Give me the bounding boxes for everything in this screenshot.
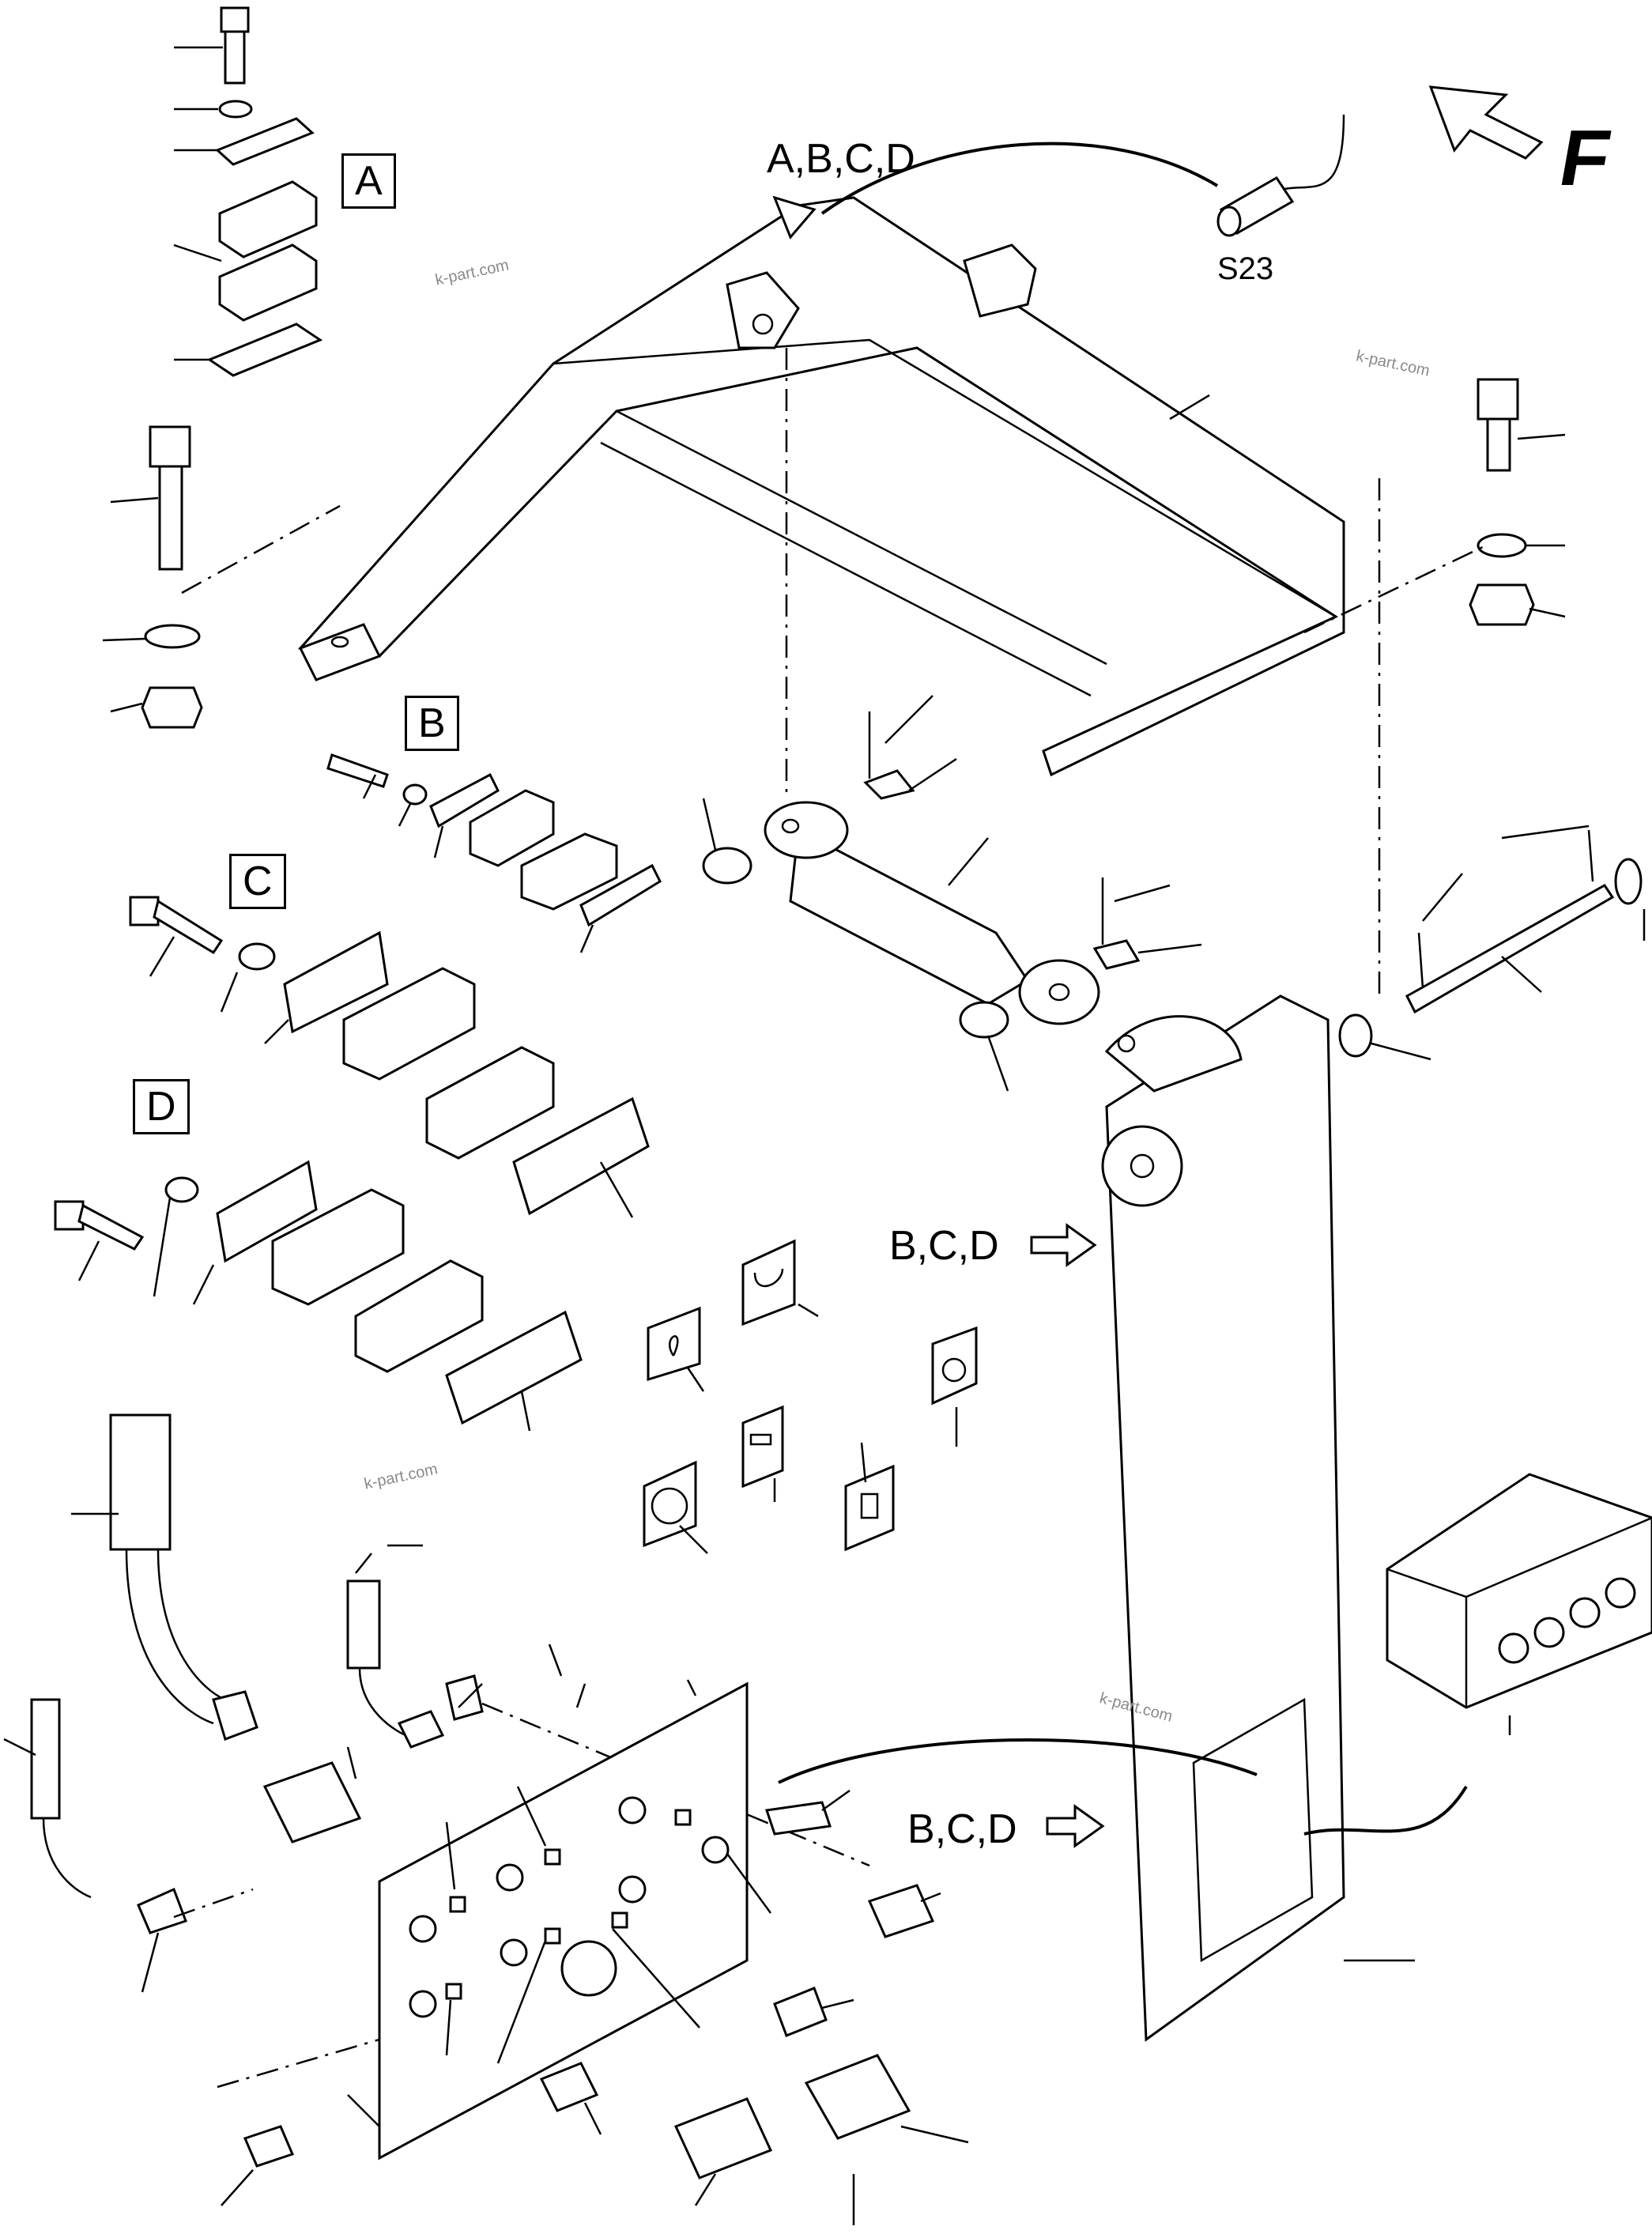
valve-plate — [347, 1679, 772, 2160]
callout-a: A — [341, 153, 396, 209]
hydraulic-cylinder — [702, 695, 1202, 1092]
control-box — [1386, 1473, 1652, 1735]
clamp-set-a — [173, 6, 323, 377]
view-label-bcd-2: B,C,D — [907, 1806, 1017, 1852]
view-arrow-abcd — [772, 195, 817, 240]
view-arrow-bcd-2 — [1046, 1804, 1105, 1848]
clamp-set-d — [54, 1160, 583, 1432]
view-arrow-bcd-1 — [1030, 1223, 1097, 1267]
left-bolt-set — [102, 425, 341, 729]
right-bolt-set — [1303, 378, 1566, 996]
callout-d: D — [133, 1079, 190, 1134]
pivot-pin — [1338, 825, 1646, 1061]
curved-arrow-to-box — [1303, 1785, 1468, 1836]
callout-c: C — [229, 854, 286, 909]
curved-arrow-to-plate — [778, 1738, 1258, 1784]
clamp-set-b — [326, 753, 662, 953]
boom-arm — [1101, 994, 1415, 2042]
view-label-abcd: A,B,C,D — [767, 136, 915, 182]
sensor-s23 — [1216, 114, 1345, 237]
couplers — [217, 1789, 969, 2225]
sensor-label: S23 — [1217, 251, 1274, 286]
hoses — [3, 1413, 870, 1993]
curved-arrow-to-sensor — [820, 142, 1219, 215]
view-label-bcd-1: B,C,D — [889, 1223, 999, 1269]
callout-b: B — [405, 696, 459, 751]
direction-arrow — [1428, 85, 1544, 160]
decals — [643, 1239, 978, 1554]
clamp-set-c — [129, 896, 650, 1218]
